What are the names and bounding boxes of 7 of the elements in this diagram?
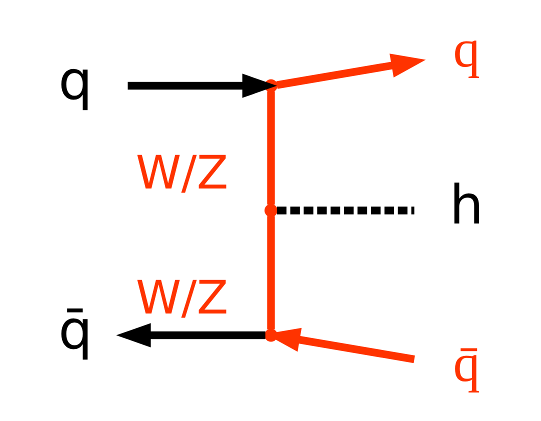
- edge-label: W/Z: [135, 146, 228, 200]
- node-text: h: [448, 174, 484, 237]
- node-text: q̄: [452, 333, 480, 394]
- node-text: q: [452, 18, 480, 78]
- node-text: q̄: [58, 298, 92, 362]
- node-text: q: [58, 49, 92, 112]
- edge-label: W/Z: [135, 270, 228, 324]
